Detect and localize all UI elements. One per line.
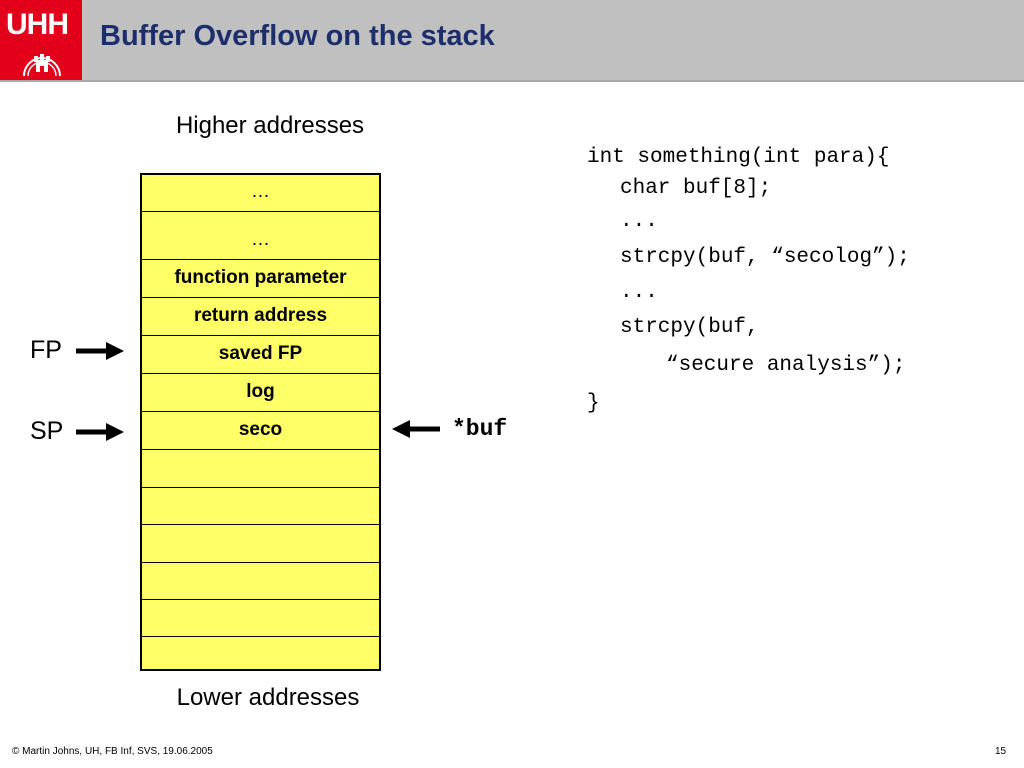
stack-cell-empty — [142, 488, 379, 525]
page-number: 15 — [995, 746, 1007, 757]
castle-seal-icon — [23, 54, 61, 76]
buf-pointer-label: *buf — [452, 416, 508, 442]
stack-cell-empty — [142, 526, 379, 563]
stack-cell-ellipsis-2: … — [142, 223, 379, 260]
stack-cell-empty — [142, 600, 379, 637]
stack-cell-empty — [142, 563, 379, 600]
code-line: strcpy(buf, — [620, 316, 759, 339]
higher-addresses-label: Higher addresses — [175, 112, 365, 139]
code-line: ... — [620, 281, 658, 304]
stack-cell-function-parameter: function parameter — [142, 261, 379, 298]
code-line: strcpy(buf, “secolog”); — [620, 246, 910, 269]
stack-cell-empty — [142, 637, 379, 674]
code-line: char buf[8]; — [620, 177, 772, 200]
stack-diagram: … … function parameter return address sa… — [140, 173, 381, 671]
logo-text: UHH — [6, 8, 69, 41]
stack-cell-ellipsis-1: … — [142, 175, 379, 212]
stack-cell-saved-fp: saved FP — [142, 337, 379, 374]
code-line: int something(int para){ — [587, 146, 890, 169]
university-logo: UHH — [0, 0, 82, 80]
stack-cell-seco: seco — [142, 413, 379, 450]
sp-arrow-icon — [76, 423, 124, 441]
buf-arrow-icon — [392, 420, 440, 438]
code-line: ... — [620, 210, 658, 233]
sp-label: SP — [30, 417, 64, 445]
code-line: } — [587, 392, 600, 415]
footer-copyright: © Martin Johns, UH, FB Inf, SVS, 19.06.2… — [12, 746, 213, 757]
stack-cell-return-address: return address — [142, 299, 379, 336]
fp-arrow-icon — [76, 342, 124, 360]
stack-cell-log: log — [142, 375, 379, 412]
stack-cell-empty — [142, 451, 379, 488]
slide-title: Buffer Overflow on the stack — [100, 20, 495, 52]
lower-addresses-label: Lower addresses — [176, 684, 360, 711]
code-line: “secure analysis”); — [666, 354, 906, 377]
slide-header: UHH Buffer Overflow on the stack — [0, 0, 1024, 82]
fp-label: FP — [30, 336, 62, 364]
